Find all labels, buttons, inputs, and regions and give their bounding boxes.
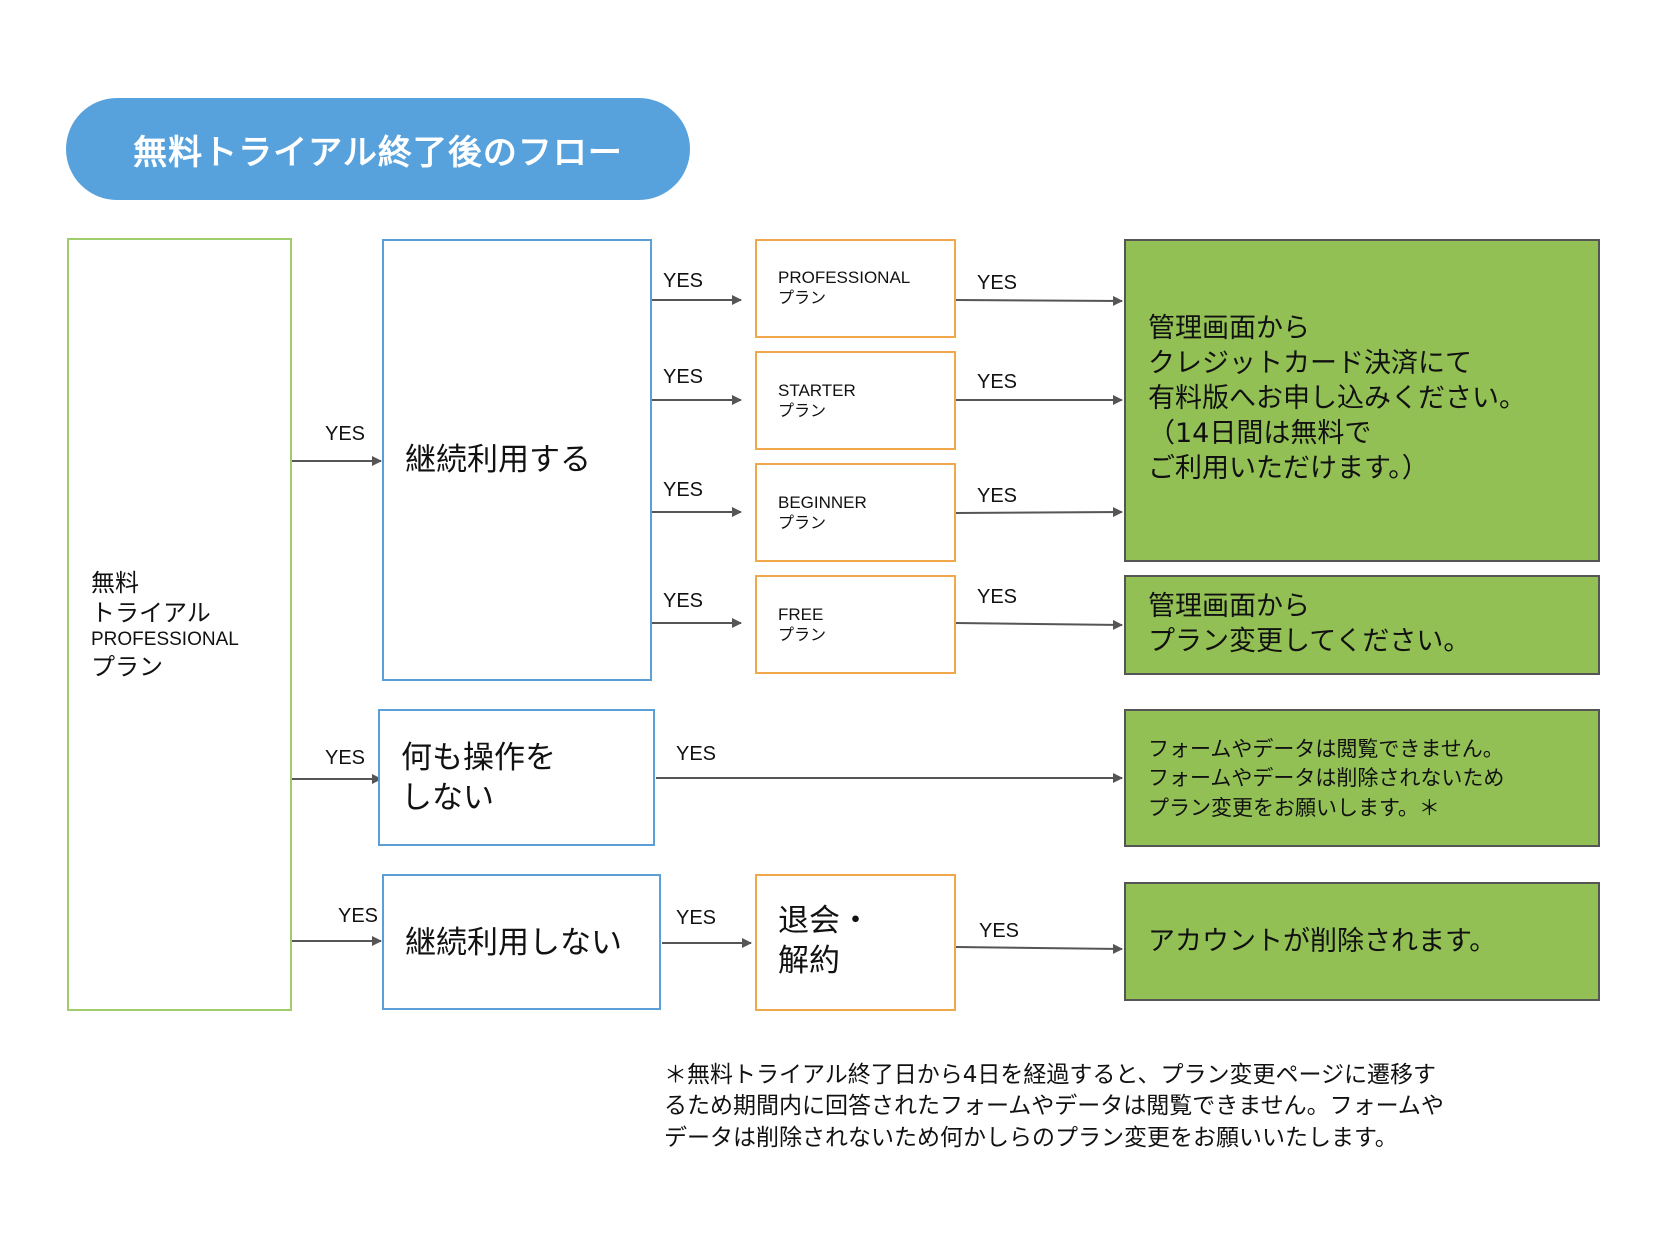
plan-beginner-sub: プラン — [778, 513, 827, 533]
result-free-box: 管理画面から プラン変更してください。 — [1124, 575, 1600, 675]
yes-label: YES — [676, 907, 717, 929]
yes-label: YES — [338, 905, 379, 927]
yes-label: YES — [663, 590, 704, 612]
result-free-text: 管理画面から プラン変更してください。 — [1148, 591, 1471, 658]
plan-beginner-name: BEGINNER — [778, 493, 867, 512]
plan-starter-sub: プラン — [778, 401, 827, 421]
yes-label: YES — [676, 743, 717, 765]
decision-noaction-box: 何も操作を しない — [378, 709, 655, 846]
cancel-label: 退会・ 解約 — [778, 903, 871, 980]
start-label-line2: トライアル — [91, 599, 211, 627]
plan-free-name: FREE — [778, 605, 824, 624]
start-label-line3: PROFESSIONAL — [91, 629, 239, 650]
decision-stop-label: 継続利用しない — [405, 925, 622, 961]
decision-noaction-label: 何も操作を しない — [401, 740, 556, 817]
decision-continue-label: 継続利用する — [405, 442, 591, 478]
decision-continue-box: 継続利用する — [382, 239, 652, 681]
arrow-free-to-free-result — [955, 619, 1123, 630]
plan-professional-name: PROFESSIONAL — [778, 268, 911, 287]
yes-label: YES — [977, 485, 1018, 507]
plan-free-sub: プラン — [778, 625, 827, 645]
decision-stop-box: 継続利用しない — [382, 874, 661, 1010]
yes-label: YES — [663, 479, 704, 501]
yes-label: YES — [977, 586, 1018, 608]
result-deleted-text: アカウントが削除されます。 — [1148, 926, 1497, 957]
result-paid-text: 管理画面から クレジットカード決済にて 有料版へお申し込みください。 （14日間… — [1148, 313, 1526, 485]
yes-label: YES — [325, 747, 366, 769]
diagram-title: 無料トライアル終了後のフロー — [66, 98, 690, 200]
cancel-box: 退会・ 解約 — [755, 874, 956, 1011]
result-paid-box: 管理画面から クレジットカード決済にて 有料版へお申し込みください。 （14日間… — [1124, 239, 1600, 562]
result-noaction-text: フォームやデータは閲覧できません。 フォームやデータは削除されないため プラン変… — [1148, 737, 1505, 820]
yes-label: YES — [325, 423, 366, 445]
start-label-line1: 無料 — [91, 569, 139, 597]
plan-starter-name: STARTER — [778, 381, 856, 400]
plan-free-box: FREE プラン — [755, 575, 956, 674]
yes-label: YES — [979, 920, 1020, 942]
start-label-line4: プラン — [91, 652, 163, 681]
footnote: ＊無料トライアル終了日から4日を経過すると、プラン変更ページに遷移す るため期間… — [664, 1062, 1444, 1151]
yes-label: YES — [977, 272, 1018, 294]
yes-label: YES — [977, 371, 1018, 393]
arrow-beginner-to-paid — [955, 507, 1123, 518]
arrow-professional-to-paid — [955, 295, 1123, 306]
result-deleted-box: アカウントが削除されます。 — [1124, 882, 1600, 1001]
plan-professional-sub: プラン — [778, 288, 827, 308]
arrow-cancel-to-deleted — [955, 943, 1123, 954]
plan-starter-box: STARTER プラン — [755, 351, 956, 450]
plan-beginner-box: BEGINNER プラン — [755, 463, 956, 562]
yes-label: YES — [663, 270, 704, 292]
start-box: 無料 トライアル PROFESSIONAL プラン — [67, 238, 292, 1011]
yes-label: YES — [663, 366, 704, 388]
plan-professional-box: PROFESSIONAL プラン — [755, 239, 956, 338]
result-noaction-box: フォームやデータは閲覧できません。 フォームやデータは削除されないため プラン変… — [1124, 709, 1600, 847]
